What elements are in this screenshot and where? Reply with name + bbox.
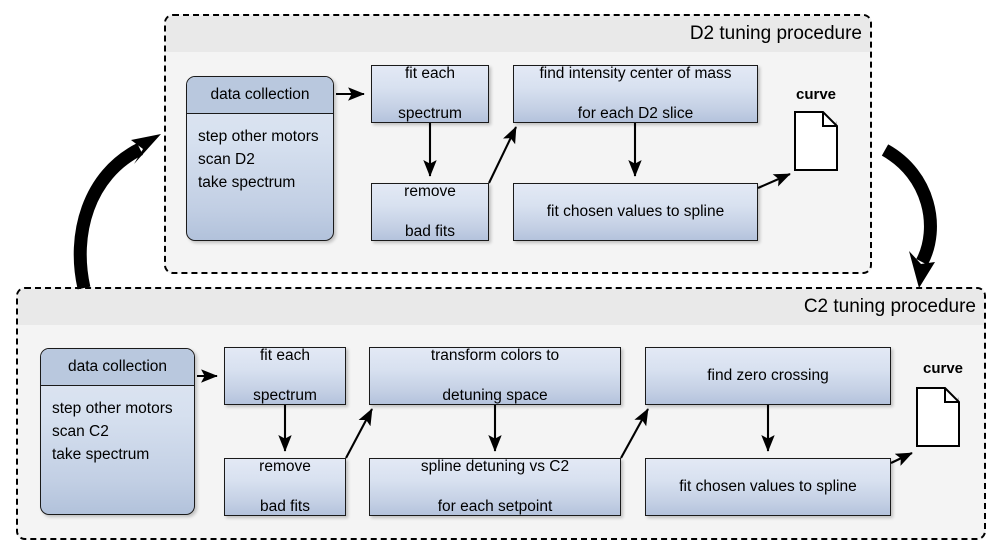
c2-data-collection-box[interactable]: data collection step other motors scan C…: [40, 348, 195, 515]
line-2: bad fits: [405, 223, 455, 240]
d2-step-fit-each-spectrum[interactable]: fit each spectrum: [371, 65, 489, 123]
panel-c2-header-band: [18, 289, 984, 325]
line-2: for each D2 slice: [577, 105, 694, 122]
line-1: find intensity center of mass: [539, 65, 732, 82]
line-1: fit each: [260, 347, 310, 364]
line-2: for each setpoint: [437, 498, 553, 515]
c2-dc-line-2: scan C2: [52, 423, 109, 440]
panel-c2-title: C2 tuning procedure: [803, 296, 976, 317]
line-1: fit each: [405, 65, 455, 82]
arrow-d2-to-c2-head: [909, 251, 935, 288]
c2-fit-chosen-label: fit chosen values to spline: [679, 478, 857, 495]
c2-data-collection-header: data collection: [41, 349, 194, 386]
line-1: remove: [404, 183, 456, 200]
panel-d2-title: D2 tuning procedure: [689, 23, 862, 44]
c2-step-fit-chosen-values-to-spline[interactable]: fit chosen values to spline: [645, 458, 891, 516]
c2-step-spline-detuning-vs-c2[interactable]: spline detuning vs C2 for each setpoint: [369, 458, 621, 516]
line-1: transform colors to: [430, 347, 560, 364]
d2-curve-label: curve: [795, 86, 837, 103]
d2-fit-each-spectrum-label: fit each spectrum: [388, 64, 472, 124]
d2-data-collection-header: data collection: [187, 77, 333, 114]
d2-fit-chosen-label: fit chosen values to spline: [546, 203, 725, 220]
d2-find-intensity-label: find intensity center of mass for each D…: [529, 64, 741, 124]
line-1: remove: [259, 458, 311, 475]
c2-dc-line-3: take spectrum: [52, 446, 150, 463]
c2-fit-each-spectrum-label: fit each spectrum: [243, 346, 327, 406]
d2-step-find-intensity-center-of-mass[interactable]: find intensity center of mass for each D…: [513, 65, 758, 123]
d2-dc-line-1: step other motors: [198, 128, 319, 145]
c2-data-collection-body: step other motors scan C2 take spectrum: [41, 386, 194, 466]
c2-transform-colors-label: transform colors to detuning space: [421, 346, 569, 406]
d2-curve-document-icon: [793, 110, 839, 172]
arrow-c2-to-d2-loop: [73, 143, 144, 290]
line-2: spectrum: [253, 387, 317, 404]
d2-step-fit-chosen-values-to-spline[interactable]: fit chosen values to spline: [513, 183, 758, 241]
d2-dc-line-2: scan D2: [198, 151, 255, 168]
panel-d2-header-band: [166, 16, 870, 52]
c2-remove-bad-fits-label: remove bad fits: [249, 457, 321, 517]
c2-step-fit-each-spectrum[interactable]: fit each spectrum: [224, 347, 346, 405]
d2-data-collection-box[interactable]: data collection step other motors scan D…: [186, 76, 334, 241]
arrow-d2-to-c2-loop: [881, 144, 937, 266]
c2-curve-document-icon: [915, 386, 961, 448]
d2-step-remove-bad-fits[interactable]: remove bad fits: [371, 183, 489, 241]
line-1: spline detuning vs C2: [420, 458, 570, 475]
c2-find-zero-crossing-label: find zero crossing: [707, 367, 829, 384]
c2-dc-line-1: step other motors: [52, 400, 173, 417]
line-2: detuning space: [442, 387, 548, 404]
d2-data-collection-body: step other motors scan D2 take spectrum: [187, 114, 333, 194]
d2-dc-line-3: take spectrum: [198, 174, 296, 191]
c2-step-find-zero-crossing[interactable]: find zero crossing: [645, 347, 891, 405]
line-2: spectrum: [398, 105, 462, 122]
c2-curve-label: curve: [922, 360, 964, 377]
c2-step-transform-colors-to-detuning-space[interactable]: transform colors to detuning space: [369, 347, 621, 405]
c2-step-remove-bad-fits[interactable]: remove bad fits: [224, 458, 346, 516]
arrow-c2-to-d2-head: [131, 134, 161, 164]
line-2: bad fits: [260, 498, 310, 515]
d2-remove-bad-fits-label: remove bad fits: [394, 182, 466, 242]
c2-spline-detuning-label: spline detuning vs C2 for each setpoint: [411, 457, 579, 517]
